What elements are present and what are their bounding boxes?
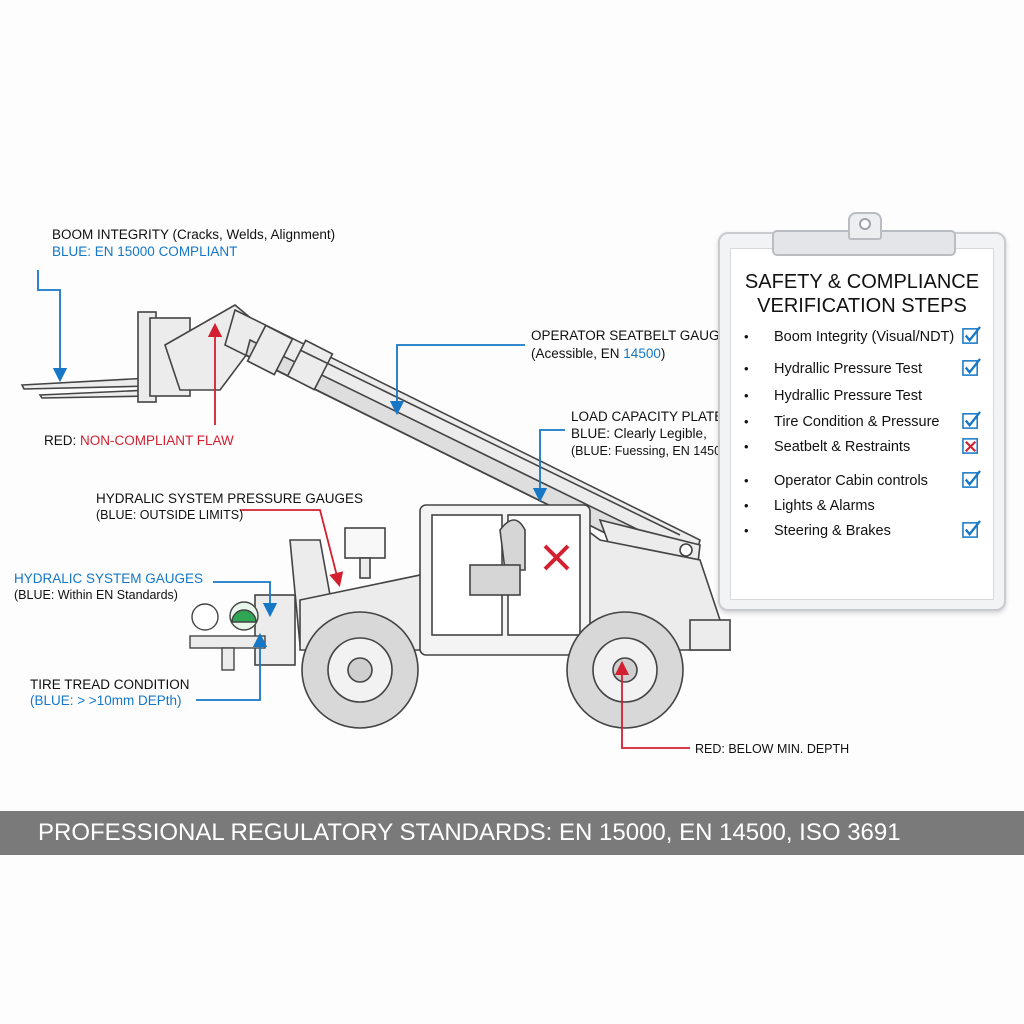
callout-boom-integrity: BOOM INTEGRITY (Cracks, Welds, Alignment… [52, 226, 335, 243]
checklist-bullet: • [744, 414, 749, 429]
checklist-item: • Seatbelt & Restraints [744, 436, 994, 460]
clipboard-hanger [848, 212, 882, 240]
hydraulic-gauges-title: HYDRALIC SYSTEM GAUGES [14, 571, 204, 586]
hydraulic-pressure-title: HYDRALIC SYSTEM PRESSURE GAUGES [96, 491, 364, 506]
checklist-item: • Hydrallic Pressure Test [744, 385, 994, 409]
standards-banner-text: PROFESSIONAL REGULATORY STANDARDS: EN 15… [38, 819, 901, 846]
checklist-item: • Tire Condition & Pressure [744, 411, 994, 435]
checklist-bullet: • [744, 388, 749, 403]
callout-non-compliant: RED: NON-COMPLIANT FLAW [44, 432, 234, 449]
checklist-item: • Hydrallic Pressure Test [744, 358, 994, 382]
checklist-bullet: • [744, 498, 749, 513]
checklist-item-label: Steering & Brakes [774, 523, 891, 539]
load-capacity-line2: (BLUE: Fuessing, EN 14500) [571, 444, 733, 458]
forks [20, 311, 191, 403]
checklist-clipboard: SAFETY & COMPLIANCE VERIFICATION STEPS •… [718, 212, 1006, 611]
front-wheel [301, 611, 419, 729]
checkbox-failed-icon [962, 438, 978, 454]
callout-operator-seatbelt-detail: (Acessible, EN 14500) [531, 345, 665, 362]
standards-banner: PROFESSIONAL REGULATORY STANDARDS: EN 15… [0, 811, 1024, 855]
non-compliant-prefix: RED: [44, 433, 77, 448]
checklist-item: • Operator Cabin controls [744, 470, 994, 494]
operator-seatbelt-detail-value: 14500 [623, 346, 661, 361]
checklist-item-label: Operator Cabin controls [774, 473, 928, 489]
tire-tread-status: (BLUE: > >10mm DEPth) [30, 693, 182, 708]
checkbox-checked-icon [962, 358, 981, 376]
boom-integrity-title: BOOM INTEGRITY [52, 227, 169, 242]
checklist-title: SAFETY & COMPLIANCE VERIFICATION STEPS [720, 270, 1004, 318]
checklist-item-label: Lights & Alarms [774, 498, 875, 514]
tire-tread-title: TIRE TREAD CONDITION [30, 677, 190, 692]
operator-seatbelt-title: OPERATOR SEATBELT GAUGES [531, 328, 738, 343]
rear-wheel [566, 611, 684, 729]
checklist-item-label: Boom Integrity (Visual/NDT) [774, 329, 955, 345]
pressure-gauges [189, 601, 266, 671]
red-leader-lines [207, 322, 690, 749]
hydraulic-gauges-status: (BLUE: Within EN Standards) [14, 588, 178, 602]
checklist-title-line1: SAFETY & COMPLIANCE [744, 271, 980, 293]
checkbox-checked-icon [962, 326, 981, 344]
non-compliant-text: NON-COMPLIANT FLAW [80, 433, 234, 448]
checklist-bullet: • [744, 473, 749, 488]
checklist-item-label: Hydrallic Pressure Test [774, 361, 923, 377]
checklist-bullet: • [744, 523, 749, 538]
boom-integrity-detail: (Cracks, Welds, Alignment) [172, 227, 336, 242]
clipboard-paper [730, 248, 994, 600]
operator-seatbelt-detail-prefix: (Acessible, EN [531, 346, 620, 361]
checklist-item: • Lights & Alarms [744, 495, 994, 519]
load-capacity-line1: BLUE: Clearly Legible, [571, 426, 707, 441]
seatbelt-flaw-cross [543, 544, 570, 571]
checklist-bullet: • [744, 361, 749, 376]
checkbox-checked-icon [962, 520, 981, 538]
hydraulic-pressure-status: (BLUE: OUTSIDE LIMITS) [96, 508, 244, 522]
operator-seatbelt-detail-suffix: ) [660, 346, 666, 361]
boom-integrity-status: BLUE: EN 15000 COMPLIANT [52, 244, 238, 259]
below-min-depth: RED: BELOW MIN. DEPTH [695, 742, 850, 756]
checklist-bullet: • [744, 329, 749, 344]
checklist-title-line2: VERIFICATION STEPS [757, 295, 967, 317]
checkbox-checked-icon [962, 470, 981, 488]
checklist-item-label: Seatbelt & Restraints [774, 439, 911, 455]
checklist-bullet: • [744, 439, 749, 454]
checklist-item-label: Hydrallic Pressure Test [774, 388, 923, 404]
checklist-item: • Steering & Brakes [744, 520, 994, 544]
checklist-item: • Boom Integrity (Visual/NDT) [744, 326, 994, 350]
checklist-item-label: Tire Condition & Pressure [774, 414, 940, 430]
blue-leader-lines [37, 270, 565, 701]
checkbox-checked-icon [962, 411, 981, 429]
load-capacity-title: LOAD CAPACITY PLATE [571, 409, 724, 424]
